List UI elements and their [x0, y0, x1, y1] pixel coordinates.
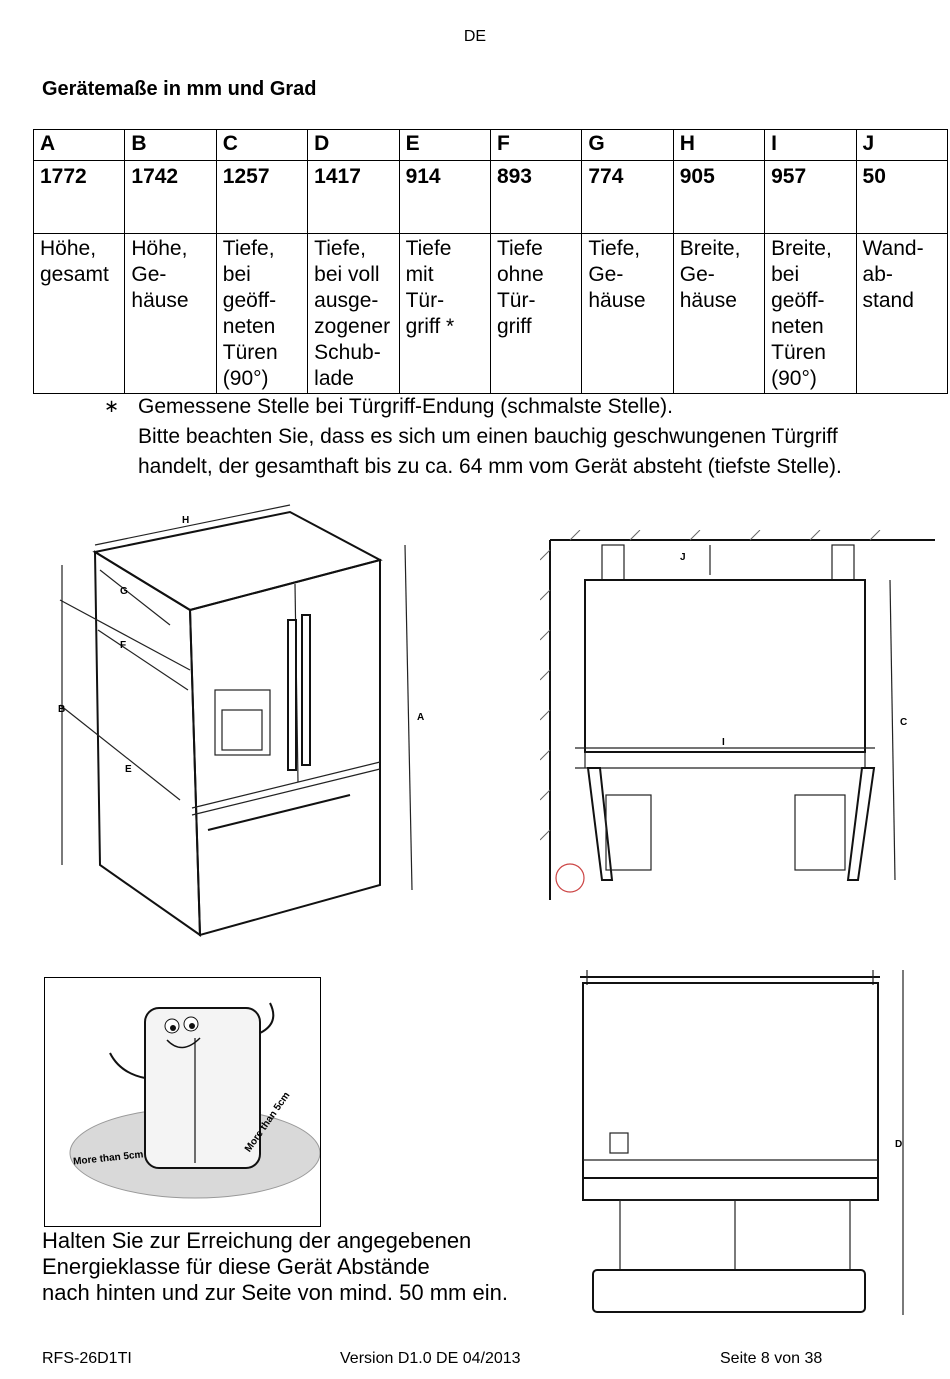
table-header-cell: H [672, 129, 766, 161]
dimension-label-h: H [182, 515, 189, 526]
footer-version: Version D1.0 DE 04/2013 [340, 1350, 521, 1367]
table-value-cell: 1772 [32, 160, 126, 234]
dimension-label-b: B [58, 704, 65, 715]
table-description-cell: Tiefe, Ge- häuse [581, 233, 674, 394]
dimension-label-d: D [895, 1139, 902, 1150]
table-header-cell: F [489, 129, 583, 161]
clearance-illustration: More than 5cm More than 5cm [44, 977, 321, 1227]
table-header-row: A B C D E F G H I J [32, 129, 949, 161]
footnote-marker: ∗ [104, 396, 120, 416]
fridge-top-view-drawing: J I C [540, 530, 935, 900]
table-description-cell: Tiefe mit Tür- griff * [398, 233, 491, 394]
table-value-cell: 905 [672, 160, 766, 234]
table-description-cell: Breite, Ge- häuse [672, 233, 766, 394]
fridge-drawer-drawing: D [580, 970, 904, 1315]
table-value-cell: 1257 [215, 160, 309, 234]
table-value-cell: 957 [764, 160, 857, 234]
table-header-cell: B [124, 129, 217, 161]
table-description-cell: Höhe, Ge- häuse [124, 233, 217, 394]
table-description-cell: Tiefe ohne Tür- griff [489, 233, 583, 394]
dimension-label-i: I [722, 737, 725, 748]
table-header-cell: D [307, 129, 400, 161]
table-header-cell: I [764, 129, 857, 161]
footer-page-number: Seite 8 von 38 [720, 1350, 823, 1367]
dimension-label-e: E [125, 764, 132, 775]
table-description-cell: Breite, bei geöff- neten Türen (90°) [764, 233, 857, 394]
table-header-cell: A [32, 129, 126, 161]
table-description-cell: Tiefe, bei voll ausge- zogener Schub- la… [307, 233, 400, 394]
footer-model: RFS-26D1TI [42, 1350, 132, 1367]
table-value-cell: 1742 [124, 160, 217, 234]
fridge-isometric-drawing: H G F B E A [58, 504, 424, 937]
table-header-cell: J [855, 129, 949, 161]
table-value-cell: 914 [398, 160, 491, 234]
language-code: DE [463, 28, 487, 45]
table-header-cell: G [581, 129, 674, 161]
table-value-cell: 50 [855, 160, 949, 234]
table-row-descriptions: Höhe, gesamt Höhe, Ge- häuse Tiefe, bei … [32, 233, 949, 394]
footnote-text: Gemessene Stelle bei Türgriff-Endung (sc… [138, 395, 842, 478]
dimension-label-a: A [417, 712, 424, 723]
dimension-label-j: J [680, 552, 686, 563]
clearance-advice-text: Halten Sie zur Erreichung der angegebene… [42, 1228, 508, 1305]
table-description-cell: Tiefe, bei geöff- neten Türen (90°) [215, 233, 309, 394]
table-value-cell: 893 [489, 160, 583, 234]
table-row-values: 1772 1742 1257 1417 914 893 774 905 957 … [32, 160, 949, 234]
dimension-label-g: G [120, 586, 128, 597]
cartoon-fridge-image [69, 1002, 320, 1199]
table-header-cell: E [398, 129, 491, 161]
dimensions-table: A B C D E F G H I J 1772 1742 1257 1417 … [32, 129, 949, 394]
dimension-label-f: F [120, 640, 126, 651]
table-description-cell: Höhe, gesamt [32, 233, 126, 394]
table-value-cell: 1417 [307, 160, 400, 234]
page-title: Gerätemaße in mm und Grad [42, 78, 317, 100]
table-header-cell: C [215, 129, 309, 161]
table-description-cell: Wand- ab- stand [855, 233, 949, 394]
dimension-label-c: C [900, 717, 907, 728]
table-value-cell: 774 [581, 160, 674, 234]
